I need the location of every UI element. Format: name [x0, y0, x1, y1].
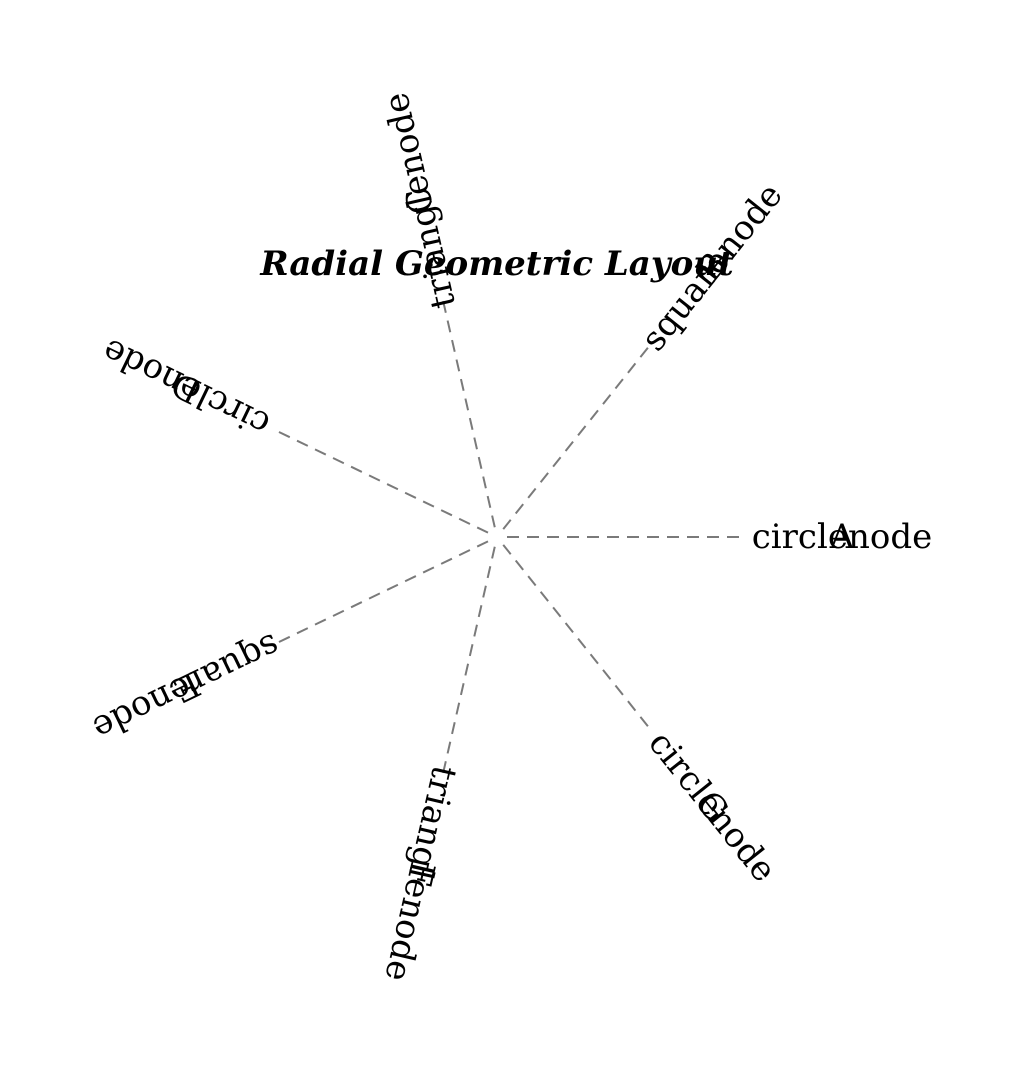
spoke-e	[271, 540, 489, 647]
node-suffix: node	[376, 894, 434, 985]
spoke-c	[440, 293, 496, 528]
diagram-title: Radial Geometric Layout	[259, 244, 734, 284]
spokes	[271, 293, 747, 781]
spoke-d	[271, 427, 489, 534]
node-suffix: node	[376, 89, 434, 180]
spoke-g	[502, 544, 654, 734]
spoke-f	[440, 546, 496, 781]
node-shape-label: circlenode	[752, 517, 932, 557]
node-id: A	[829, 517, 855, 557]
node-suffix: node	[87, 676, 180, 749]
spoke-b	[502, 340, 654, 530]
node-suffix: node	[848, 517, 932, 557]
node-shape: circle	[752, 517, 848, 557]
